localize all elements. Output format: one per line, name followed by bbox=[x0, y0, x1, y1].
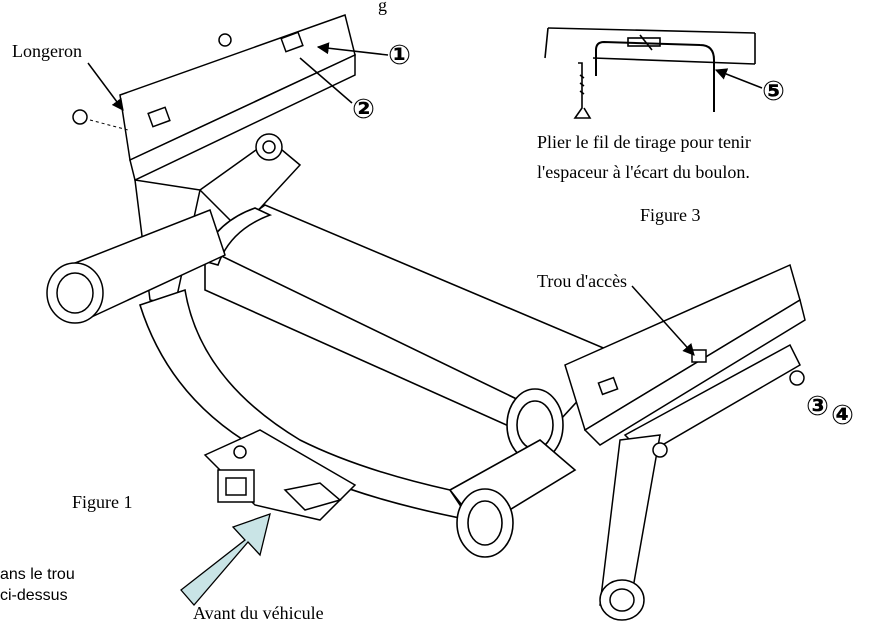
callout-5: ⑤ bbox=[762, 76, 785, 107]
callout-3: ③ bbox=[806, 391, 829, 422]
right-frame-rail bbox=[564, 263, 806, 621]
access-hole-label: Trou d'accès bbox=[537, 271, 628, 291]
longeron-label: Longeron bbox=[12, 41, 82, 61]
callout-4: ④ bbox=[831, 400, 854, 431]
bend-note-line1: Plier le fil de tirage pour tenir bbox=[537, 132, 751, 152]
callout-2: ② bbox=[352, 94, 375, 125]
vehicle-front-arrow bbox=[180, 512, 271, 606]
figure1-caption: Figure 1 bbox=[72, 492, 133, 512]
left-tube bbox=[46, 209, 226, 324]
figure3-caption: Figure 3 bbox=[640, 205, 701, 225]
callout-1-leader bbox=[316, 42, 389, 56]
left-partial-line1: ans le trou bbox=[0, 566, 75, 583]
callout-2-leader bbox=[299, 57, 353, 104]
dashed-bolt-line bbox=[89, 119, 129, 131]
top-partial-text: g bbox=[378, 0, 387, 15]
longeron-leader bbox=[87, 62, 124, 111]
figure3-detail bbox=[544, 27, 756, 119]
left-partial-line2: ci-dessus bbox=[0, 587, 68, 604]
access-hole-leader bbox=[631, 285, 695, 356]
vehicle-front-label: Avant du véhicule bbox=[193, 603, 324, 623]
callout-1: ① bbox=[388, 40, 411, 71]
receiver-hitch bbox=[203, 429, 357, 521]
curved-crossbar bbox=[138, 288, 577, 558]
bend-note-line2: l'espaceur à l'écart du boulon. bbox=[537, 162, 750, 182]
callout-5-leader bbox=[714, 68, 763, 89]
